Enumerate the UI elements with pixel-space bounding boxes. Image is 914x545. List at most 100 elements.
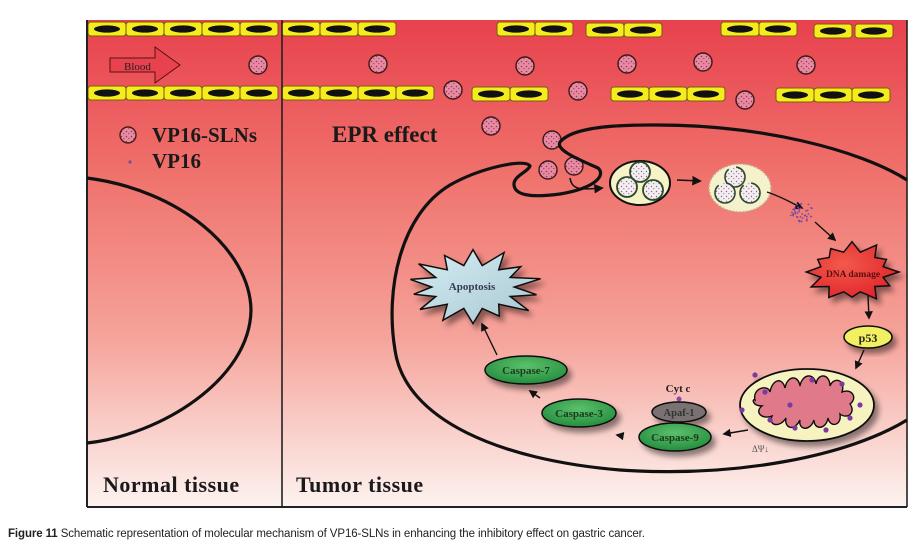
vp16-molecule [793,209,796,212]
caspase-7-node: Caspase-7 [484,355,568,385]
arrow-to-mitochondrion [854,349,865,370]
endothelial-cell [319,85,359,101]
vp16-molecule [798,210,801,213]
vp16-molecule [794,212,797,214]
vp16-molecule [807,203,810,206]
caspase-7-label: Caspase-7 [502,365,550,377]
nanoparticles [248,52,816,180]
cyt-c-label: Cyt c [666,383,691,395]
vp16-molecule [794,207,796,210]
vp16-molecule [810,207,812,209]
arrow-to-lysosome [676,175,702,186]
cytochrome-c-dot [739,407,745,413]
endothelial-cell [281,21,321,37]
endothelial-cell [201,85,241,101]
nanoparticle [368,54,388,74]
endothelial-cell [813,23,853,39]
endothelial-cell [758,21,798,37]
vp16-molecule [805,209,807,212]
endothelial-cell [239,21,279,37]
blood-label: Blood [124,61,151,73]
endothelial-cell [851,87,891,103]
endothelial-cell [163,85,203,101]
tumor-cell-membrane [390,123,908,474]
dna-damage-label: DNA damage [826,270,880,280]
endothelial-cell [239,85,279,101]
tumor-tissue-label: Tumor tissue [296,472,424,497]
vp16-molecule [801,217,804,220]
drug-dot-icon [128,160,132,164]
figure-caption: Figure 11 Schematic representation of mo… [8,528,645,540]
endothelial-cell [125,85,165,101]
vp16-molecule [796,216,799,219]
vp16-molecule [789,214,792,217]
vp16-molecule [806,218,808,221]
p53-label: p53 [859,331,878,345]
cyt-c-dot [676,396,682,402]
cytochrome-c-dot [792,425,798,431]
endothelial-cell [775,87,815,103]
cytochrome-c-dot [767,417,773,423]
cytochrome-c-dot [809,377,815,383]
endothelial-cell [281,85,321,101]
endothelial-cell [585,22,625,38]
vp16-molecule [799,215,802,218]
blood-flow-arrow: Blood [109,46,181,84]
apaf-1-label: Apaf-1 [664,408,695,419]
arrow-to-caspase-7 [528,390,541,399]
endothelial-cell [471,86,511,102]
endothelial-cell [125,21,165,37]
vp16-molecule [798,220,801,223]
cytochrome-c-dot [823,427,829,433]
arrow-to-p53 [864,295,873,320]
cytochrome-c-dot [762,389,768,395]
nanoparticle [515,56,535,76]
endothelial-cell [201,21,241,37]
nanoparticle-icon [119,126,137,144]
nanoparticle [538,160,558,180]
vp16-molecule [807,213,810,215]
endothelial-cell [319,21,359,37]
dna-damage-burst: DNA damage [804,240,902,301]
legend-label-vp16-slns: VP16-SLNs [152,123,257,147]
p53-node: p53 [843,325,893,349]
vp16-molecule [806,209,809,212]
vp16-molecule [805,219,808,222]
endothelial-cell [720,21,760,37]
mitochondrion [739,368,875,442]
figure-caption-text: Schematic representation of molecular me… [57,528,645,540]
normal-cell-membrane [86,176,253,445]
vp16-molecule [805,215,808,218]
nanoparticle [481,116,501,136]
endothelial-cell [813,87,853,103]
vp16-molecule [791,211,793,214]
nanoparticle [693,52,713,72]
endothelial-cell [610,86,650,102]
cytochrome-c-dot [857,402,863,408]
vp16-molecule [801,213,804,215]
endothelial-cell [496,21,536,37]
caspase-3-label: Caspase-3 [555,408,603,420]
blood-vessel-wall [87,21,894,103]
endothelial-cell [163,21,203,37]
apaf-1-node: Apaf-1 [651,401,707,423]
arrow-to-apoptosis [481,322,498,356]
arrow-to-drug-release [766,191,804,210]
normal-tissue-label: Normal tissue [103,472,240,497]
caspase-9-label: Caspase-9 [651,432,699,444]
vp16-molecule [799,207,802,210]
cytochrome-c-dot [847,415,853,421]
vp16-molecule [797,206,799,209]
legend: VP16-SLNs VP16 [119,123,257,173]
released-vp16-cluster [789,203,813,223]
apoptosis-burst: Apoptosis [410,248,541,326]
endothelial-cell [395,85,435,101]
legend-label-vp16: VP16 [152,149,201,173]
endothelial-cell [623,22,663,38]
arrow-to-caspase-9 [722,428,749,438]
caspase-9-node: Caspase-9 [638,422,712,452]
cytochrome-c-dot [839,381,845,387]
endothelial-cell [686,86,726,102]
caspase-3-node: Caspase-3 [541,398,617,428]
apoptosis-label: Apoptosis [449,281,496,293]
